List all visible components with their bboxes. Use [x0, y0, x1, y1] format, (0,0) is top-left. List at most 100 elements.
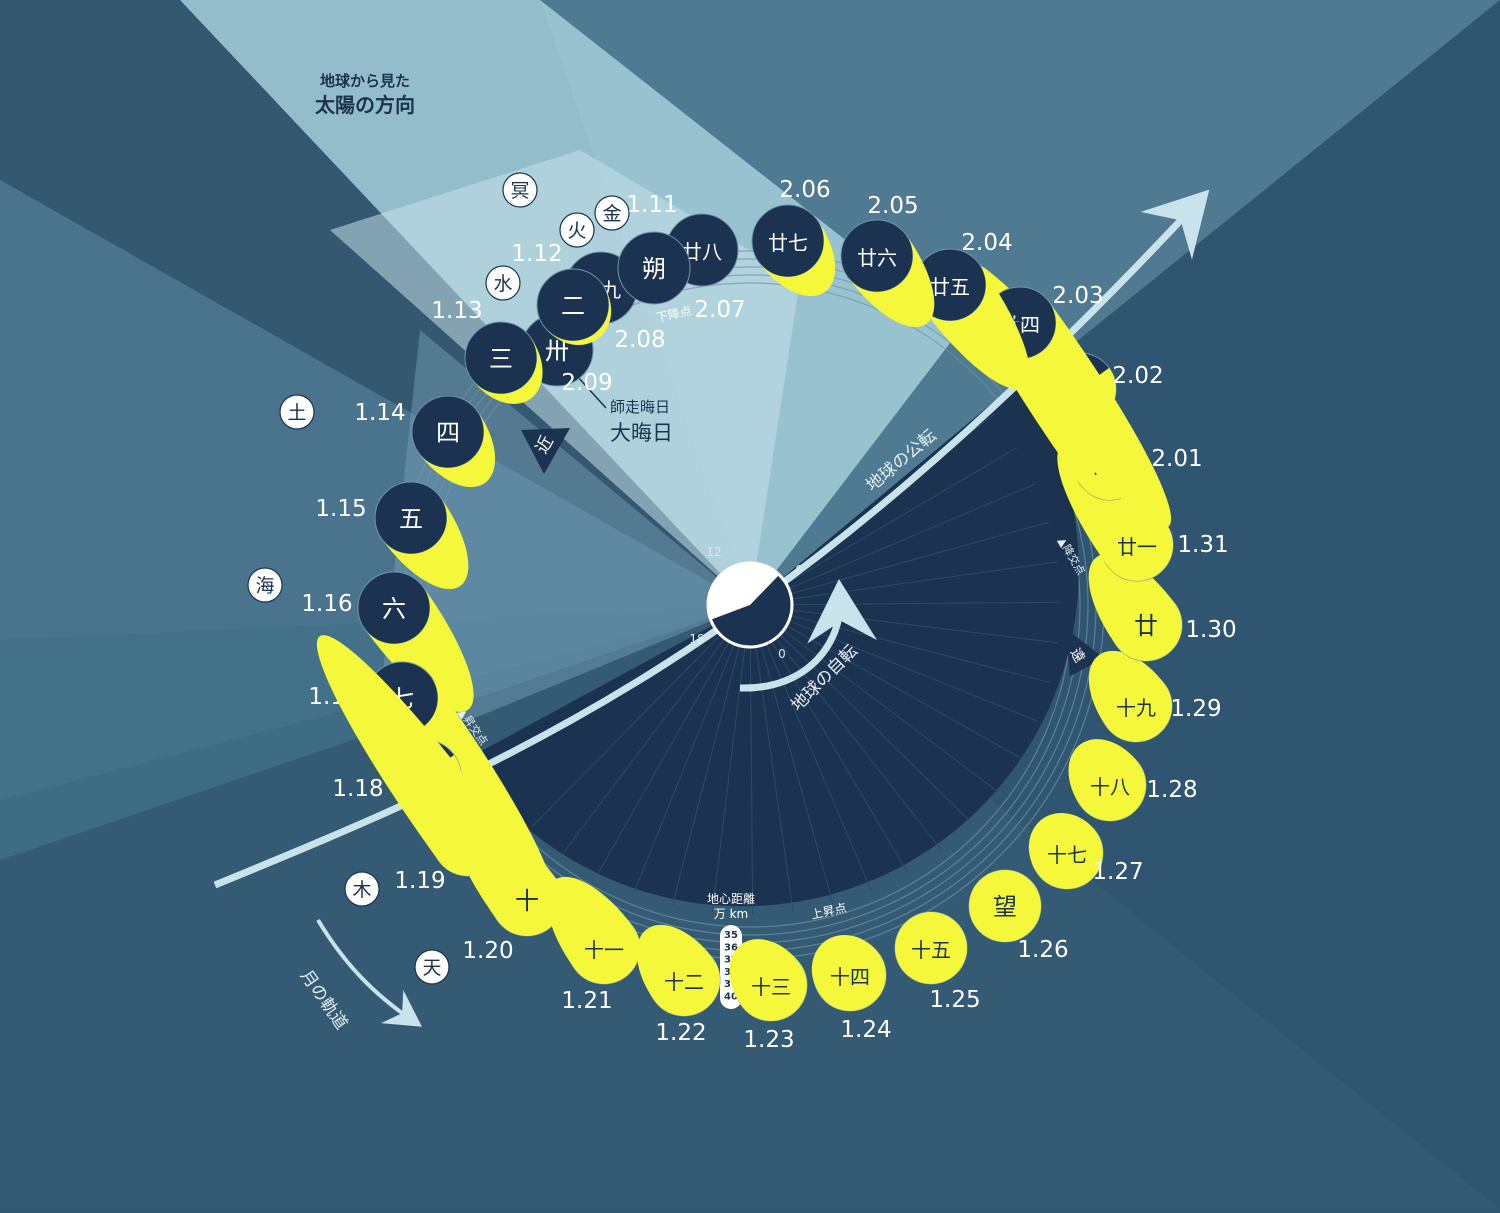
moon-date: 1.21 [561, 988, 612, 1014]
moon-label: 望 [993, 893, 1017, 921]
night-ray [671, 604, 751, 906]
perigee-marker [521, 428, 570, 474]
dial-label-18: 18 [689, 632, 704, 646]
planet-ten: 天 [414, 949, 450, 985]
moon-1.12: 二 1.12 [511, 241, 612, 345]
night-ray [596, 604, 751, 876]
svg-text:海: 海 [255, 575, 274, 597]
moon-2.06: 廿七2.06 [751, 177, 836, 297]
moon-date: 1.29 [1170, 696, 1221, 722]
moon-date: 1.14 [354, 400, 405, 426]
moon-label: 四 [436, 419, 460, 447]
moon-date: 1.24 [840, 1017, 891, 1043]
moon-1.30: 廿 1.30 [1088, 553, 1237, 662]
night-ray [749, 604, 1058, 644]
moon-1.15: 五 1.15 [315, 481, 469, 590]
moon-1.21: 十一 1.21 [546, 876, 641, 1014]
night-ray [749, 604, 1021, 759]
moon-date: 1.15 [315, 496, 366, 522]
moon-label: 十四 [830, 965, 870, 989]
moon-date: 2.01 [1151, 446, 1202, 472]
moon-date: 1.19 [394, 868, 445, 894]
apogee-marker [1065, 628, 1104, 676]
moon-2.05: 廿六2.05 [840, 193, 935, 328]
night-ray [749, 604, 794, 913]
distance-value: 40 [724, 992, 738, 1003]
night-ray [711, 604, 751, 913]
svg-text:金: 金 [602, 203, 621, 225]
moon-date: 2.03 [1052, 283, 1103, 309]
svg-text:冥: 冥 [510, 180, 529, 202]
night-ray [749, 604, 972, 823]
callout-line2: 大晦日 [610, 421, 673, 445]
planet-moku: 木 [344, 871, 380, 907]
moon-label: 十二 [664, 970, 704, 994]
planet-ka: 火 [559, 212, 595, 248]
svg-text:火: 火 [567, 220, 586, 242]
moon-1.14: 四 1.14 [354, 395, 496, 488]
planet-kai: 海 [247, 567, 283, 603]
moon-1.25: 十五 1.25 [894, 911, 981, 1013]
moon-label: 廿 [1134, 612, 1158, 640]
moon-label: 廿五 [930, 275, 970, 299]
moon-1.16: 六1.16 [301, 571, 474, 712]
night-ray [633, 604, 751, 893]
moon-label: 十一 [584, 938, 624, 962]
moon-label: 三 [489, 345, 513, 373]
svg-text:木: 木 [352, 879, 371, 901]
night-ray [749, 604, 872, 891]
moon-date: 2.05 [867, 193, 918, 219]
night-ray [749, 447, 1018, 606]
moon-label: 五 [399, 505, 423, 533]
moon-label: 十 [515, 887, 539, 915]
svg-text:天: 天 [422, 957, 441, 979]
moon-date: 1.31 [1177, 532, 1228, 558]
moon-label: 廿一 [1117, 535, 1157, 559]
moon-label: 十五 [911, 938, 951, 962]
night-ray [749, 483, 1036, 606]
moon-date: 1.13 [431, 298, 482, 324]
night-ray [749, 521, 1049, 606]
moon-label: 十九 [1116, 696, 1156, 720]
callout-line1: 師走晦日 [610, 398, 670, 416]
moon-orbit-arrow [316, 918, 422, 1027]
moon-label: 六 [382, 595, 406, 623]
apogee-label: 遠 [1067, 645, 1088, 665]
moon-date: 1.26 [1017, 937, 1068, 963]
moon-date: 2.08 [614, 327, 665, 353]
moon-date: 1.30 [1185, 617, 1236, 643]
moon-date: 1.22 [655, 1020, 706, 1046]
sun-direction-line2: 太陽の方向 [315, 93, 415, 117]
night-ray [749, 561, 1058, 606]
moon-date: 1.23 [743, 1027, 794, 1053]
moon-date: 1.12 [511, 241, 562, 267]
moon-1.20: 十1.20 [447, 796, 564, 964]
moon-1.24: 十四 1.24 [811, 934, 892, 1043]
moon-1.26: 望1.26 [968, 869, 1069, 963]
distance-value: 35 [724, 930, 738, 941]
moon-1.11: 朔1.11 [617, 192, 691, 305]
planet-sui: 水 [485, 265, 521, 301]
night-ray [749, 601, 1060, 606]
moon-1.29: 十九 1.29 [1088, 650, 1222, 743]
earth-day-side [706, 562, 779, 620]
distance-value: 36 [724, 942, 738, 953]
night-ray [749, 604, 942, 850]
moon-date: 1.18 [332, 776, 383, 802]
moon-1.13: 三 1.13 [431, 298, 543, 404]
earth-rotation-arrow [739, 579, 878, 692]
night-ray [532, 604, 751, 827]
moon-date: 1.25 [929, 987, 980, 1013]
moon-label: 朔 [642, 255, 666, 283]
planet-mei: 冥 [502, 172, 538, 208]
moon-date: 1.27 [1092, 859, 1143, 885]
distance-title-1: 地心距離 [707, 892, 755, 906]
moon-date: 2.06 [779, 177, 830, 203]
moon-label: 十八 [1090, 775, 1130, 799]
moon-label: 十三 [751, 975, 791, 999]
moon-1.23: 十三 1.23 [729, 939, 808, 1053]
moon-label: 二 [561, 292, 585, 320]
planet-do: 土 [279, 394, 315, 430]
